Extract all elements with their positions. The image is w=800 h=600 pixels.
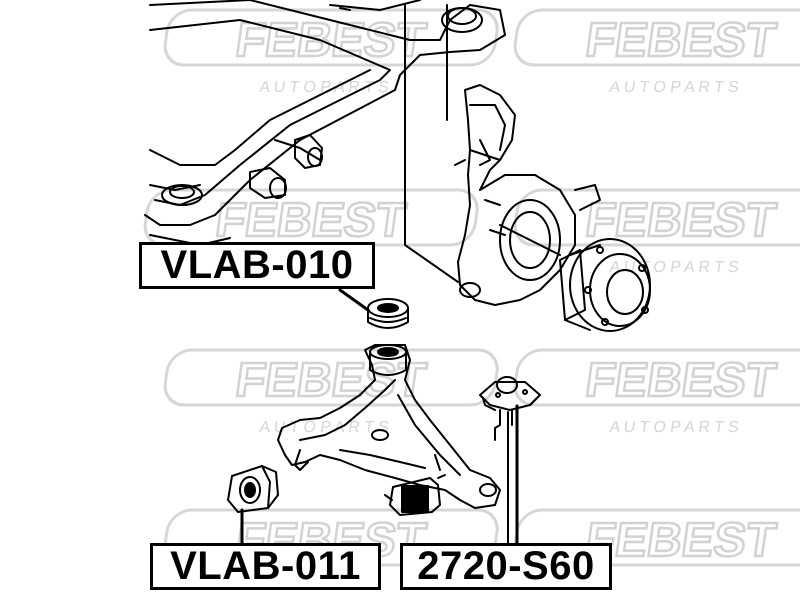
watermark-logo: FEBEST A U T O P A R T S xyxy=(513,8,800,96)
steering-knuckle-drawing xyxy=(454,84,601,306)
svg-text:A U T O P A R T S: A U T O P A R T S xyxy=(608,78,740,96)
bushing-upper-drawing xyxy=(367,298,409,329)
svg-text:A U T O P A R T S: A U T O P A R T S xyxy=(608,418,740,436)
svg-text:A U T O P A R T S: A U T O P A R T S xyxy=(258,418,390,436)
leader-vlab-010 xyxy=(338,288,370,312)
svg-text:FEBEST: FEBEST xyxy=(212,193,409,247)
strut-mount-lines xyxy=(339,4,561,283)
wheel-hub-drawing xyxy=(559,238,651,332)
svg-text:FEBEST: FEBEST xyxy=(582,353,779,407)
watermark-logo: FEBEST A U T O P A R T S xyxy=(163,348,499,436)
part-label-2720-s60: 2720-S60 xyxy=(400,543,612,590)
svg-text:FEBEST: FEBEST xyxy=(232,353,429,407)
part-label-vlab-010: VLAB-010 xyxy=(139,242,375,289)
part-label-vlab-011: VLAB-011 xyxy=(150,543,381,590)
watermark-logo: FEBEST A U T O P A R T S xyxy=(513,348,800,436)
ball-joint-drawing xyxy=(479,376,541,441)
svg-text:A U T O P A R T S: A U T O P A R T S xyxy=(608,258,740,276)
leader-lines xyxy=(240,288,519,545)
line-art xyxy=(144,0,651,545)
svg-text:FEBEST: FEBEST xyxy=(582,513,779,567)
lower-control-arm-drawing xyxy=(277,344,501,516)
svg-text:FEBEST: FEBEST xyxy=(232,13,429,67)
watermark-logo: FEBEST A U T O P A R T S xyxy=(513,188,800,276)
watermark-logo: FEBEST A U T O P A R T S xyxy=(163,8,499,96)
bushing-lower-drawing xyxy=(227,465,279,513)
subframe-drawing xyxy=(144,0,506,246)
svg-text:FEBEST: FEBEST xyxy=(582,13,779,67)
